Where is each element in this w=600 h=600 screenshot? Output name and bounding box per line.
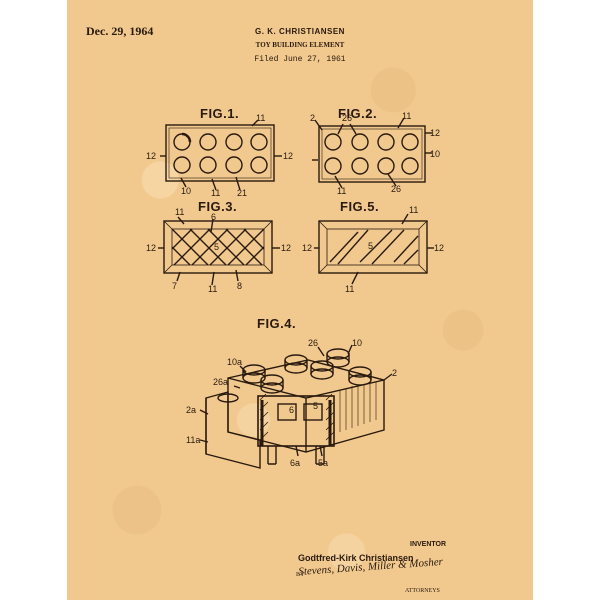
fig4-ref: 11a — [186, 435, 200, 445]
fig2-ref: 12 — [430, 128, 440, 138]
fig3-drawing — [158, 216, 280, 286]
fig4-ref: 2a — [186, 405, 196, 415]
fig2-ref: 11 — [337, 186, 346, 196]
fig3-ref: 5 — [214, 242, 219, 252]
filed-date: Filed June 27, 1961 — [254, 55, 346, 64]
attorneys-label: ATTORNEYS — [405, 588, 440, 594]
fig1-ref: 10 — [181, 186, 191, 196]
fig5-ref: 11 — [409, 205, 418, 215]
fig4-ref: 5 — [313, 401, 318, 411]
fig3-label: FIG.3. — [198, 199, 238, 214]
fig4-ref: 6a — [290, 458, 300, 468]
reference-numerals: 11 12 12 10 11 21 2 26 11 12 10 11 26 11… — [146, 111, 444, 468]
patent-date: Dec. 29, 1964 — [86, 24, 154, 38]
patent-title: TOY BUILDING ELEMENT — [255, 41, 345, 49]
fig2-ref: 2 — [310, 113, 315, 123]
fig5-ref: 12 — [434, 243, 444, 253]
fig3-ref: 7 — [172, 281, 177, 291]
fig4-ref: 5a — [318, 458, 328, 468]
inventor-short-name: G. K. CHRISTIANSEN — [255, 27, 345, 36]
fig3-ref: 6 — [211, 212, 216, 222]
fig2-ref: 26 — [391, 184, 401, 194]
fig5-drawing — [314, 213, 434, 285]
fig1-ref: 11 — [256, 113, 265, 123]
fig4-label: FIG.4. — [257, 316, 297, 331]
fig5-ref: 12 — [302, 243, 312, 253]
fig3-ref: 8 — [237, 281, 242, 291]
fig5-ref: 11 — [345, 284, 354, 294]
fig3-ref: 12 — [146, 243, 156, 253]
fig1-ref: 11 — [211, 188, 220, 198]
fig4-ref: 10a — [227, 357, 242, 367]
fig1-drawing — [160, 119, 282, 191]
fig2-label: FIG.2. — [338, 106, 378, 121]
fig5-ref: 5 — [368, 241, 373, 251]
fig1-ref: 12 — [146, 151, 156, 161]
fig3-ref: 12 — [281, 243, 291, 253]
fig1-ref: 21 — [237, 188, 247, 198]
fig1-label: FIG.1. — [200, 106, 240, 121]
fig1-ref: 12 — [283, 151, 293, 161]
fig5-label: FIG.5. — [340, 199, 380, 214]
fig3-ref: 11 — [208, 284, 217, 294]
fig2-ref: 11 — [402, 111, 411, 121]
fig4-ref: 2 — [392, 368, 397, 378]
inventor-label: INVENTOR — [410, 541, 447, 548]
fig3-ref: 11 — [175, 207, 184, 217]
fig4-drawing — [199, 344, 393, 469]
fig4-ref: 6 — [289, 405, 294, 415]
fig2-ref: 26 — [342, 113, 352, 123]
fig4-ref: 10 — [352, 338, 362, 348]
fig4-ref: 26 — [308, 338, 318, 348]
fig2-ref: 10 — [430, 149, 440, 159]
fig2-drawing — [312, 117, 432, 189]
patent-sheet — [67, 0, 533, 600]
inventor-full-name: Godtfred-Kirk Christiansen — [298, 553, 414, 563]
fig4-ref: 26a — [213, 377, 228, 387]
by-label: BY — [296, 572, 305, 578]
